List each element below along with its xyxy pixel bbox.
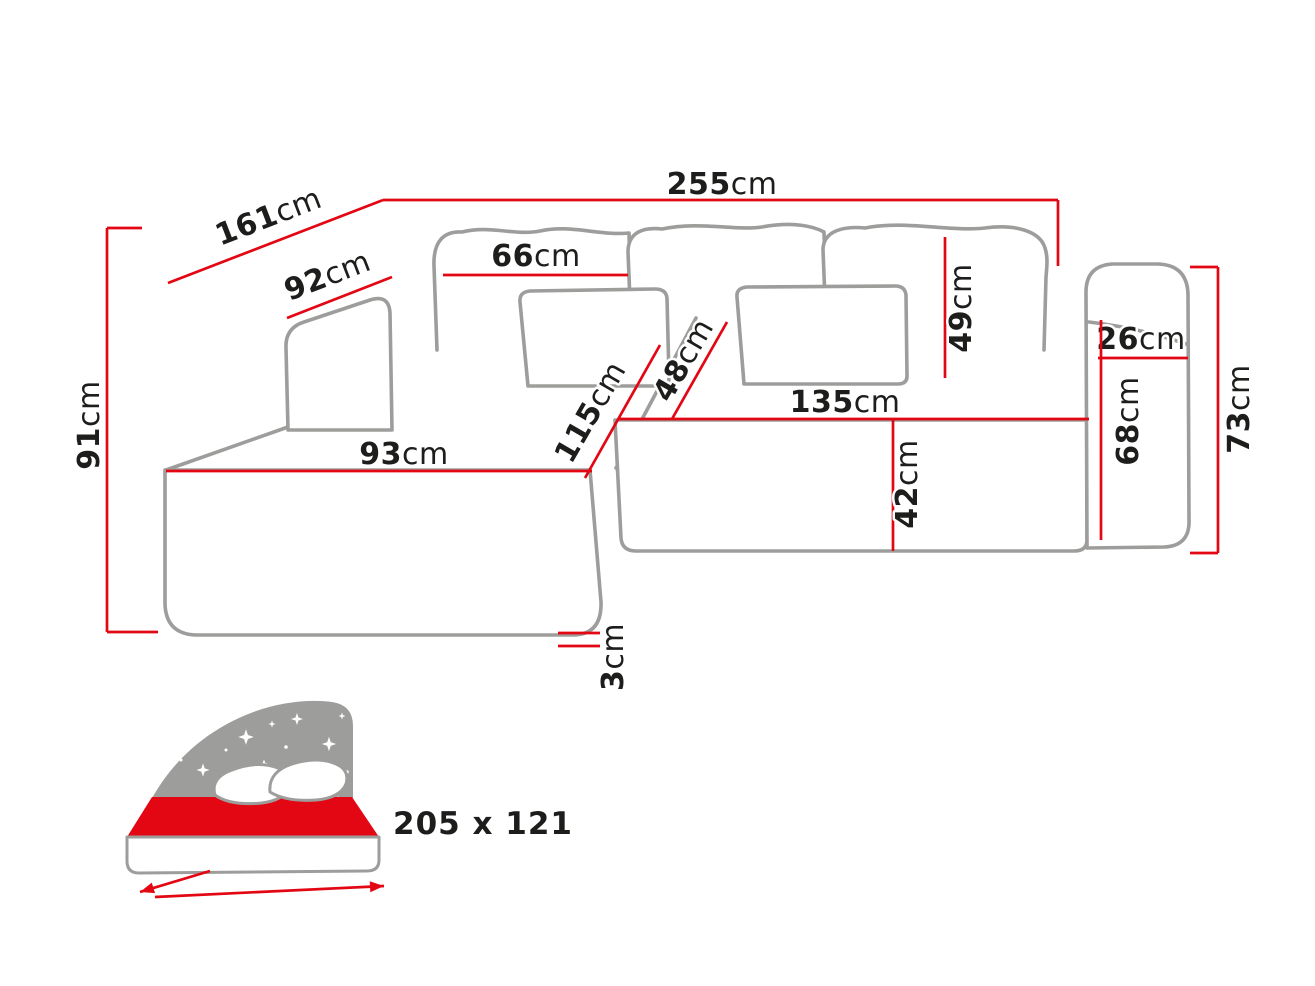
dim-label-back-cushion-width: 66cm xyxy=(491,239,580,274)
dim-line xyxy=(670,321,729,420)
dim-label-total-height: 73cm xyxy=(1222,364,1257,453)
chaise-back-edge-line xyxy=(164,425,290,472)
sleeping-function-icon: 205 x 121 xyxy=(125,700,573,899)
dim-label-left-height: 91cm xyxy=(72,380,107,469)
dim-label-back-cushion-height: 49cm xyxy=(944,263,979,352)
dim-total-width: 255cm xyxy=(383,165,1060,266)
seat-base xyxy=(613,418,1089,553)
dim-label-chaise-width: 93cm xyxy=(359,437,448,472)
dim-label-left-arm-depth: 92cm xyxy=(280,244,376,309)
sleeping-area-label: 205 x 121 xyxy=(393,806,573,842)
dim-line xyxy=(286,275,393,320)
dim-label-seat-height: 42cm xyxy=(890,439,925,528)
seat-cushion-left xyxy=(518,287,671,388)
width-arrow-icon xyxy=(154,881,385,899)
dim-line xyxy=(167,198,384,285)
chaise-body xyxy=(163,468,603,637)
dim-total-height: 73cm xyxy=(1190,265,1260,555)
dim-leg-height: 3cm xyxy=(558,620,634,694)
dim-back-cushion-width: 66cm xyxy=(443,237,628,277)
sofa-illustration xyxy=(163,222,1191,637)
dim-label-seat-width: 135cm xyxy=(790,385,901,420)
dim-label-right-arm-width: 26cm xyxy=(1096,322,1185,357)
bed-pillow-right xyxy=(268,758,349,802)
dim-label-total-width: 255cm xyxy=(667,167,778,202)
dimension-annotations: 255cm 161cm 92cm 66cm 49cm 26cm 73cm xyxy=(70,165,1260,694)
dim-back-cushion-height: 49cm xyxy=(942,237,982,378)
mattress-front xyxy=(125,835,381,875)
right-armrest-top-edge-line xyxy=(1087,320,1188,346)
dim-label-total-depth: 161cm xyxy=(211,181,327,253)
dim-right-arm-width: 26cm xyxy=(1094,320,1188,360)
dim-label-leg-height: 3cm xyxy=(596,623,631,691)
dim-line xyxy=(583,344,662,479)
mattress-top xyxy=(127,797,379,837)
depth-arrow-icon xyxy=(139,869,211,894)
dim-left-height: 91cm xyxy=(70,226,158,634)
dim-seat-width: 135cm xyxy=(619,383,1089,423)
dim-right-arm-height: 68cm xyxy=(1099,320,1149,540)
dim-chaise-width: 93cm xyxy=(166,435,592,475)
dim-label-right-arm-height: 68cm xyxy=(1111,376,1146,465)
dim-seat-height: 42cm xyxy=(888,419,928,551)
seat-cushion-right xyxy=(735,284,909,386)
left-armrest xyxy=(284,296,394,432)
